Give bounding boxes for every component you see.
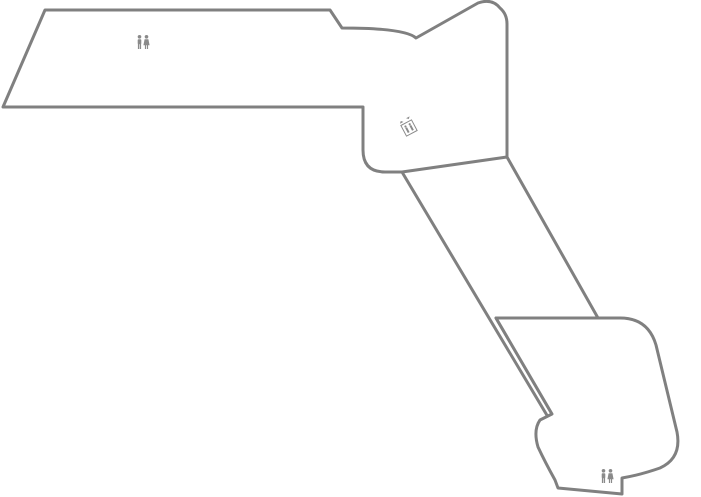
elevator-icon[interactable]	[399, 116, 418, 137]
restroom-icon[interactable]	[137, 35, 150, 49]
lower-room-area[interactable]	[494, 316, 680, 496]
restroom-icon[interactable]	[601, 469, 614, 483]
upper-wing-area[interactable]	[1, 0, 509, 174]
